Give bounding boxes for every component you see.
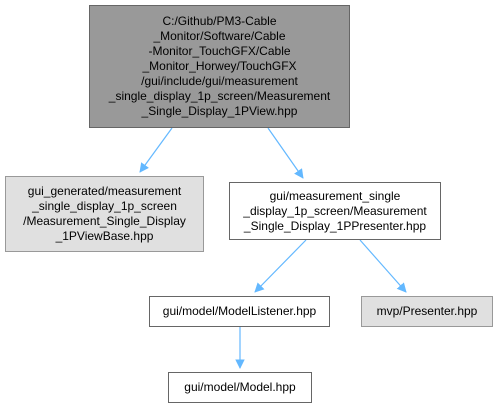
node-label: C:/Github/PM3-Cable _Monitor/Software/Ca…	[108, 14, 331, 118]
node-measurement-single-display-1ppresenter[interactable]: gui/measurement_single _display_1p_scree…	[229, 182, 441, 240]
node-model[interactable]: gui/model/Model.hpp	[168, 372, 312, 403]
node-label: gui_generated/measurement _single_displa…	[23, 184, 186, 243]
edge-root-to-presenter	[267, 127, 304, 179]
node-mvp-presenter[interactable]: mvp/Presenter.hpp	[361, 296, 493, 327]
edge-presenter-to-mvppresenter	[359, 239, 407, 293]
node-measurement-single-display-1pview[interactable]: C:/Github/PM3-Cable _Monitor/Software/Ca…	[89, 5, 350, 128]
node-label: gui/model/Model.hpp	[184, 380, 296, 394]
node-measurement-single-display-1pviewbase[interactable]: gui_generated/measurement _single_displa…	[5, 176, 204, 252]
edge-root-to-viewbase	[139, 127, 173, 173]
edge-presenter-to-modellistener	[254, 239, 307, 293]
node-label: mvp/Presenter.hpp	[376, 304, 478, 318]
node-label: gui/model/ModelListener.hpp	[162, 304, 317, 318]
node-label: gui/measurement_single _display_1p_scree…	[243, 188, 427, 233]
node-model-listener[interactable]: gui/model/ModelListener.hpp	[149, 296, 330, 327]
